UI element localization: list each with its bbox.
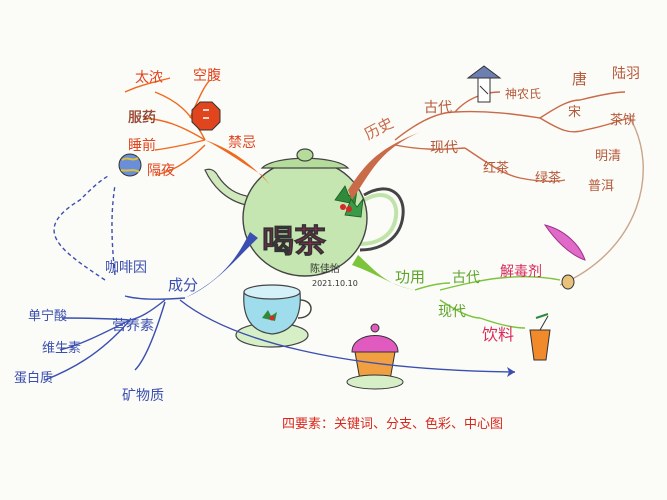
components-trunk xyxy=(185,232,258,298)
arrowhead xyxy=(507,367,515,377)
teapot-central-image xyxy=(204,148,405,277)
globe-icon xyxy=(118,153,142,177)
function-trunk xyxy=(352,255,415,290)
history-item-luyu: 陆羽 xyxy=(612,66,640,82)
components-item-protein: 蛋白质 xyxy=(14,370,53,386)
history-item-shennong: 神农氏 xyxy=(505,87,541,101)
teacup-image xyxy=(235,284,312,348)
history-branch xyxy=(394,91,644,286)
function-label: 功用 xyxy=(395,268,425,286)
central-date: 2021.10.10 xyxy=(312,279,358,288)
components-item-caffeine: 咖啡因 xyxy=(105,260,147,276)
teapot-spout xyxy=(204,168,254,206)
history-item-hongcha: 红茶 xyxy=(483,160,509,176)
history-ancient-label: 古代 xyxy=(424,100,452,116)
function-ancient-label: 古代 xyxy=(452,270,480,286)
history-item-tang: 唐 xyxy=(572,70,587,88)
central-title: 喝茶 xyxy=(262,222,327,260)
function-modern-label: 现代 xyxy=(438,304,466,320)
history-item-chabing: 茶饼 xyxy=(610,112,636,128)
history-item-mingqing: 明清 xyxy=(595,149,621,164)
function-branch xyxy=(414,275,561,329)
function-modern-item-drink: 饮料 xyxy=(482,325,514,344)
taboo-item-tooStrong: 太浓 xyxy=(135,70,163,86)
taboo-item-bedtime: 睡前 xyxy=(128,137,156,154)
components-item-minerals: 矿物质 xyxy=(122,388,164,404)
components-label: 成分 xyxy=(168,276,198,294)
feather-quill-icon xyxy=(543,224,586,290)
history-modern-label: 现代 xyxy=(430,140,458,156)
history-trunk xyxy=(348,132,420,200)
history-label: 历史 xyxy=(361,114,396,144)
taboo-item-overnight: 隔夜 xyxy=(147,163,175,179)
central-author: 陈佳怡 xyxy=(310,262,340,275)
components-item-nutrients: 营养素 xyxy=(112,318,154,334)
stop-sign-icon xyxy=(191,101,221,131)
history-item-lvcha: 绿茶 xyxy=(535,170,561,186)
teapot-handle xyxy=(359,187,405,252)
taboo-item-medicine: 服药 xyxy=(128,110,156,126)
footer-note: 四要素：关键词、分支、色彩、中心图 xyxy=(282,416,503,432)
function-ancient-item-antidote: 解毒剂 xyxy=(500,264,542,280)
components-branch xyxy=(44,174,516,381)
components-item-vitamins: 维生素 xyxy=(42,341,81,356)
history-item-puer: 普洱 xyxy=(588,179,614,194)
components-item-tannin: 单宁酸 xyxy=(28,308,67,324)
taboo-item-emptyStomach: 空腹 xyxy=(193,67,221,84)
history-item-song: 宋 xyxy=(568,105,581,120)
drink-glass-icon xyxy=(529,313,551,361)
cupcake-icon xyxy=(346,323,404,390)
taboo-label: 禁忌 xyxy=(228,135,256,151)
scholar-figure-icon xyxy=(466,65,502,103)
